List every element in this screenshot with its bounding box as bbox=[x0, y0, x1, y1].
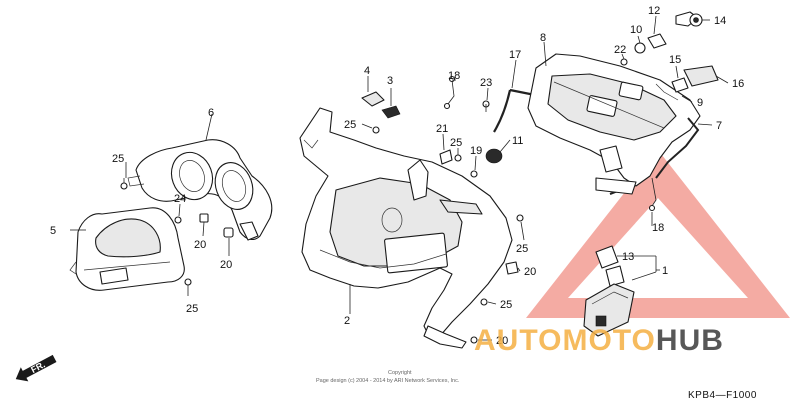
callout-22: 22 bbox=[614, 44, 626, 56]
front-visor-part bbox=[69, 207, 185, 291]
callout-20-c: 20 bbox=[524, 266, 536, 278]
relay-assembly-part bbox=[583, 245, 635, 337]
callout-1: 1 bbox=[662, 265, 668, 277]
lock-hardware-parts bbox=[620, 11, 719, 101]
callout-25-e: 25 bbox=[500, 299, 512, 311]
callout-25-a: 25 bbox=[112, 153, 124, 165]
callout-11: 11 bbox=[512, 135, 523, 147]
inner-cover-part bbox=[299, 107, 513, 349]
callout-6: 6 bbox=[208, 107, 214, 119]
copyright-title: Copyright bbox=[388, 370, 412, 376]
diagram-code: KPB4—F1000 bbox=[688, 390, 757, 401]
callout-21: 21 bbox=[436, 123, 448, 135]
callout-16: 16 bbox=[732, 78, 744, 90]
svg-text:AUTOMOTOHUB: AUTOMOTOHUB bbox=[474, 324, 724, 357]
meter-housing-part bbox=[127, 139, 273, 241]
callout-20-b: 20 bbox=[220, 259, 232, 271]
callout-15: 15 bbox=[669, 54, 681, 66]
callout-7: 7 bbox=[716, 120, 722, 132]
callout-25-c: 25 bbox=[450, 137, 462, 149]
watermark-text-right: HUB bbox=[656, 324, 724, 357]
watermark-logo-triangle bbox=[526, 150, 790, 318]
callout-2: 2 bbox=[344, 315, 350, 327]
callout-14: 14 bbox=[714, 15, 726, 27]
callout-12: 12 bbox=[648, 5, 660, 17]
callout-20-d: 20 bbox=[496, 335, 508, 347]
callout-4: 4 bbox=[364, 65, 370, 77]
callout-9: 9 bbox=[697, 97, 703, 109]
callout-20-a: 20 bbox=[194, 239, 206, 251]
callout-25-d: 25 bbox=[516, 243, 528, 255]
callout-19: 19 bbox=[470, 145, 482, 157]
callout-13: 13 bbox=[622, 251, 634, 263]
trim-strip-part bbox=[655, 117, 700, 179]
callout-8: 8 bbox=[540, 32, 546, 44]
copyright-line: Page design (c) 2004 - 2014 by ARI Netwo… bbox=[316, 378, 460, 384]
callout-3: 3 bbox=[387, 75, 393, 87]
watermark-text: AUTOMOTOHUB bbox=[474, 324, 724, 357]
callout-18-a: 18 bbox=[448, 70, 460, 82]
callout-17: 17 bbox=[509, 49, 521, 61]
callout-18-b: 18 bbox=[652, 222, 664, 234]
leader-lines bbox=[70, 15, 729, 341]
centre-fasteners bbox=[439, 75, 657, 344]
callout-23: 23 bbox=[480, 77, 492, 89]
rear-panel-part bbox=[527, 53, 701, 195]
small-brackets-3-4 bbox=[361, 91, 401, 134]
callout-10: 10 bbox=[630, 24, 642, 36]
watermark-text-left: AUTOMOTO bbox=[474, 324, 656, 357]
callout-25-b: 25 bbox=[344, 119, 356, 131]
callout-24: 24 bbox=[174, 193, 186, 205]
callout-labels: 1 2 3 4 5 6 7 8 9 10 11 12 13 14 15 16 1… bbox=[50, 5, 744, 347]
small-fasteners-left bbox=[120, 178, 234, 290]
front-direction-arrow: FR. bbox=[15, 354, 57, 382]
callout-25-f: 25 bbox=[186, 303, 198, 315]
callout-5: 5 bbox=[50, 225, 56, 237]
